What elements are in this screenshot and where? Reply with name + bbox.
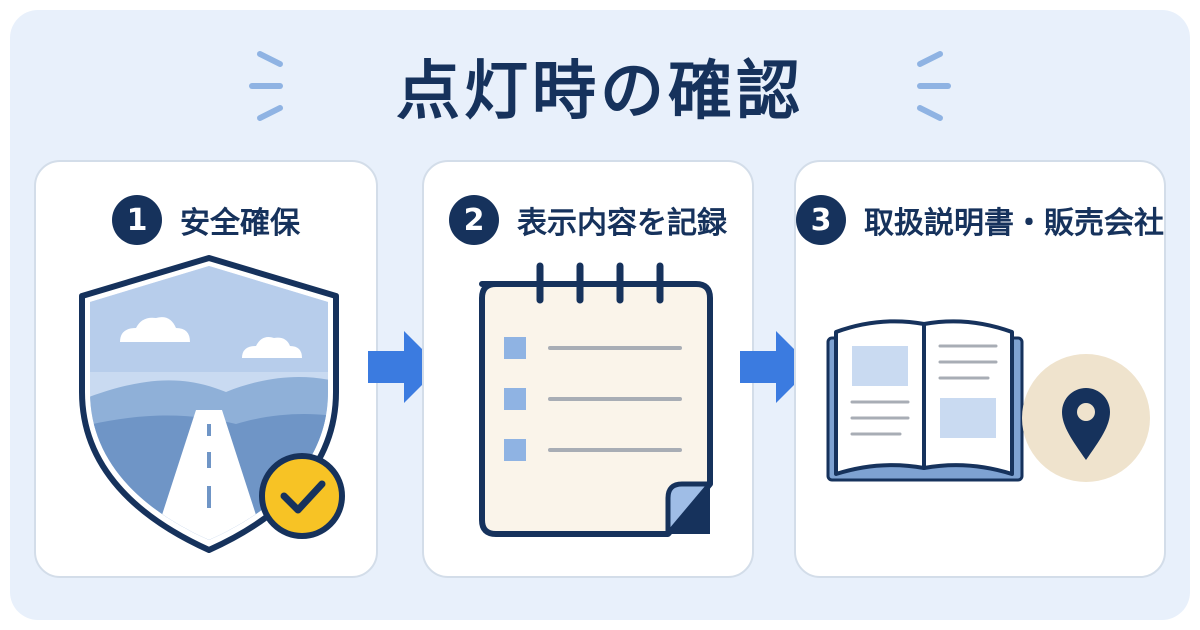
- step-header-2: 2 表示内容を記録: [424, 190, 752, 250]
- step-label: 取扱説明書・販売会社: [864, 206, 1164, 241]
- step-number-badge: 1: [112, 195, 162, 245]
- step-card-3: 3 取扱説明書・販売会社: [794, 160, 1166, 578]
- step-card-2: 2 表示内容を記録: [422, 160, 754, 578]
- manual-book-location-icon: [826, 319, 1150, 482]
- left-sparkle-icon: [249, 51, 283, 121]
- shield-road-check-icon: [79, 255, 345, 553]
- step-number-badge: 3: [796, 195, 846, 245]
- step-label: 表示内容を記録: [517, 206, 727, 241]
- right-sparkle-icon: [917, 51, 951, 121]
- step-number-badge: 2: [449, 195, 499, 245]
- step-header-3: 3 取扱説明書・販売会社: [796, 190, 1164, 250]
- step-card-1: 1 安全確保: [34, 160, 378, 578]
- page-title: 点灯時の確認: [396, 55, 804, 129]
- notepad-checklist-icon: [479, 262, 713, 537]
- step-header-1: 1 安全確保: [36, 190, 376, 250]
- step-label: 安全確保: [180, 206, 300, 241]
